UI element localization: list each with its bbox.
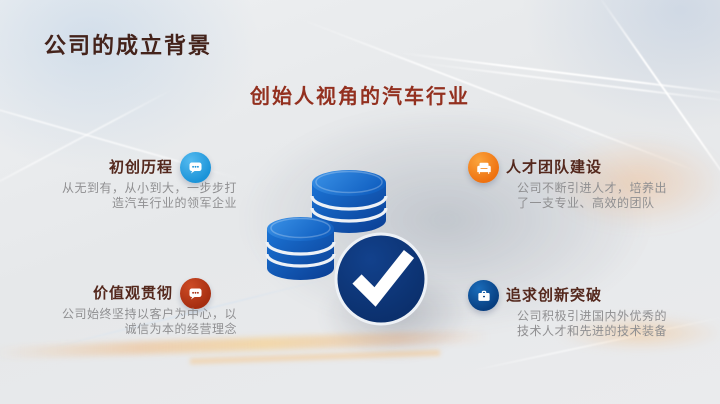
feature-item: 人才团队建设 公司不断引进人才，培养出了一支专业、高效的团队 bbox=[468, 152, 672, 211]
feature-item-header: 初创历程 bbox=[47, 152, 237, 183]
chat-dots-icon bbox=[180, 152, 211, 183]
feature-item-body: 公司不断引进人才，培养出了一支专业、高效的团队 bbox=[517, 181, 668, 210]
coins-checkmark-illustration bbox=[265, 170, 428, 326]
armchair-icon bbox=[468, 152, 499, 183]
feature-item-body: 公司始终坚持以客户为中心，以诚信为本的经营理念 bbox=[61, 307, 237, 336]
feature-item-body: 从无到有，从小到大，一步步打造汽车行业的领军企业 bbox=[61, 181, 237, 210]
coin-stack-back bbox=[310, 170, 388, 233]
feature-item: 追求创新突破 公司积极引进国内外优秀的技术人才和先进的技术装备 bbox=[468, 280, 672, 339]
feature-item-title: 初创历程 bbox=[108, 159, 173, 176]
background-glow bbox=[520, 0, 720, 130]
page-title: 公司的成立背景 bbox=[44, 33, 213, 58]
orange-light-streak bbox=[189, 349, 441, 365]
feature-item-header: 追求创新突破 bbox=[468, 280, 672, 311]
chat-dots-icon bbox=[180, 278, 211, 309]
feature-item: 初创历程 从无到有，从小到大，一步步打造汽车行业的领军企业 bbox=[47, 152, 237, 211]
slide-subtitle: 创始人视角的汽车行业 bbox=[250, 86, 470, 108]
checkmark-circle bbox=[334, 232, 428, 326]
feature-item-title: 追求创新突破 bbox=[506, 287, 603, 304]
briefcase-icon bbox=[468, 280, 499, 311]
feature-item-body: 公司积极引进国内外优秀的技术人才和先进的技术装备 bbox=[517, 309, 668, 338]
feature-item-header: 价值观贯彻 bbox=[47, 278, 237, 309]
feature-item-title: 价值观贯彻 bbox=[92, 285, 173, 302]
feature-item-title: 人才团队建设 bbox=[506, 159, 603, 176]
feature-item-header: 人才团队建设 bbox=[468, 152, 672, 183]
coin-stack-front bbox=[265, 217, 336, 280]
feature-item: 价值观贯彻 公司始终坚持以客户为中心，以诚信为本的经营理念 bbox=[47, 278, 237, 337]
